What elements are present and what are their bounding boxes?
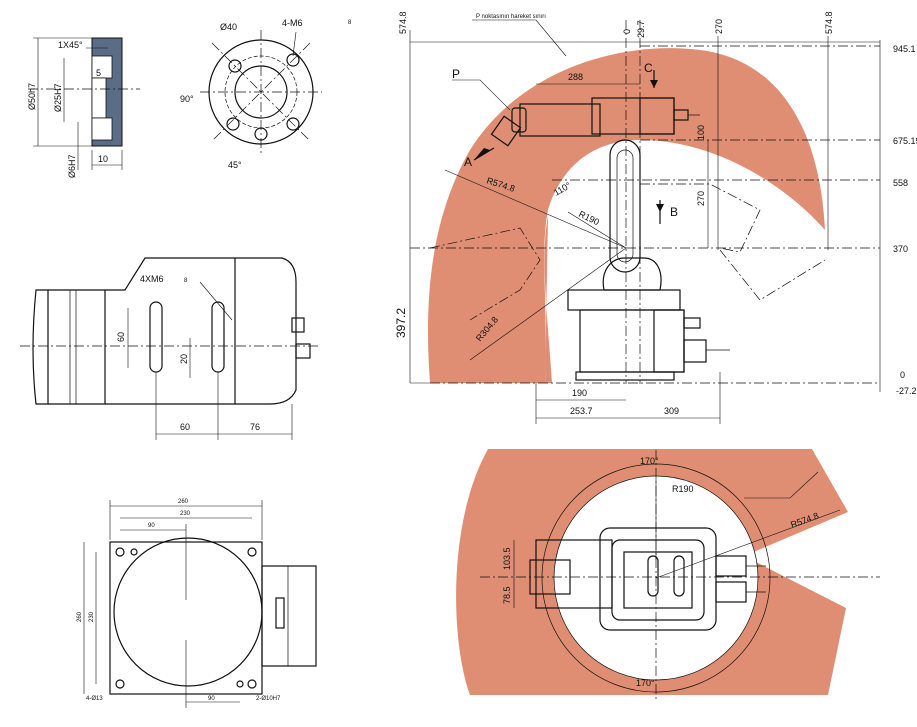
right-dim-370: 370 <box>893 244 908 254</box>
top-dim-zero: 0 <box>622 29 632 34</box>
dia-40-label: Ø40 <box>220 22 237 32</box>
dim-10: 10 <box>98 154 108 164</box>
angle-45-label: 45° <box>228 160 242 170</box>
workspace-side-view: P noktasının hareket sınırı 574.8 0 29.7… <box>394 11 917 424</box>
top-dim-29-7: 29.7 <box>636 20 646 38</box>
right-dim-675: 675.19 <box>893 136 917 146</box>
dim-100: 100 <box>696 125 706 140</box>
width-230-label: 230 <box>180 511 191 517</box>
workspace-top-view: 170° 170° R190 R574.8 103.5 78.5 <box>456 449 880 700</box>
right-dim-zero: 0 <box>900 370 905 380</box>
width-90-label: 90 <box>148 523 155 529</box>
angle-bottom-label: 170° <box>636 678 655 688</box>
left-dim-397: 397.2 <box>394 308 408 338</box>
top-dim-270: 270 <box>714 19 724 34</box>
bottom-dim-253: 253.7 <box>570 406 593 416</box>
point-p-label: P <box>452 67 460 81</box>
width-260-label: 260 <box>178 499 189 505</box>
workspace-zone <box>428 48 825 384</box>
angle-90-label: 90° <box>180 94 194 104</box>
depth-label: 8 <box>348 20 352 26</box>
chamfer-label: 1X45° <box>58 40 83 50</box>
thread-label: 4-M6 <box>282 18 303 28</box>
angle-top-label: 170° <box>640 456 659 466</box>
dim-5: 5 <box>96 68 101 78</box>
holes-label: 4-Ø13 <box>86 696 103 702</box>
top-dim-right: 574.8 <box>824 11 834 34</box>
direction-b-label: B <box>670 205 678 219</box>
thread-label: 4XM6 <box>140 274 164 284</box>
right-dim-945: 945.1 <box>893 44 916 54</box>
dia-6-label: Ø6H7 <box>67 154 77 178</box>
height-230-label: 230 <box>89 611 95 622</box>
dim-270-vertical: 270 <box>696 191 706 206</box>
top-dim-left: 574.8 <box>398 11 408 34</box>
dia-50-label: Ø50h7 <box>27 83 37 110</box>
radius-190-label: R190 <box>577 209 601 227</box>
dim-103-5: 103.5 <box>502 547 512 570</box>
dim-60-vertical: 60 <box>116 332 126 342</box>
dim-76: 76 <box>250 422 260 432</box>
pins-label: 2-Ø10H7 <box>256 696 281 702</box>
flange-front-view: Ø40 4-M6 8 90° 45° <box>180 18 352 170</box>
dim-60-horizontal: 60 <box>180 422 190 432</box>
right-dim-558: 558 <box>893 178 908 188</box>
depth-label: 8 <box>184 278 188 284</box>
dim-288: 288 <box>568 72 583 82</box>
height-260-label: 260 <box>77 611 83 622</box>
dim-78-5: 78.5 <box>502 586 512 604</box>
side-view: 4XM6 8 60 20 60 76 <box>20 257 320 440</box>
bottom-dim-190: 190 <box>572 388 587 398</box>
radius-190-top-label: R190 <box>672 484 694 494</box>
bottom-dim-309: 309 <box>664 406 679 416</box>
direction-c-label: C <box>644 61 653 75</box>
dim-20: 20 <box>179 354 189 364</box>
flange-section-view: 1X45° 5 10 Ø50h7 Ø25H7 Ø6H7 <box>27 37 140 178</box>
right-dim-neg: -27.2 <box>896 386 917 396</box>
bottom-90-label: 90 <box>208 696 215 702</box>
base-view: 260 230 90 260 230 90 4-Ø13 2-Ø10H7 <box>77 499 317 708</box>
boundary-annotation: P noktasının hareket sınırı <box>476 14 546 20</box>
dia-25-label: Ø25H7 <box>53 83 63 112</box>
direction-a-label: A <box>464 155 472 169</box>
